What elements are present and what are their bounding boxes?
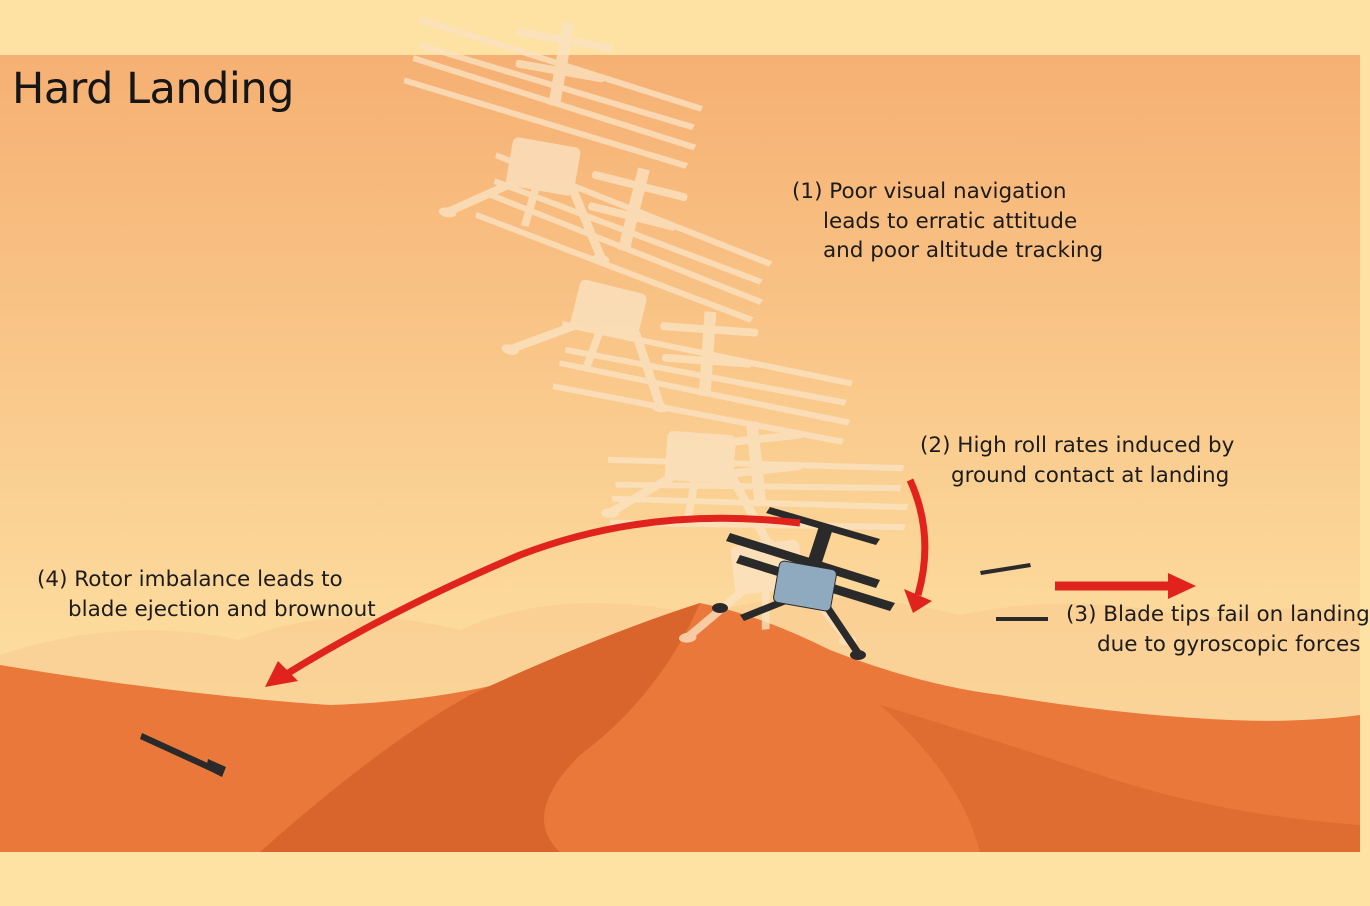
annotation-line: ground contact at landing [951,462,1230,488]
annotation-line: (1) Poor visual navigation [792,179,1067,204]
dune-shadow [260,603,700,852]
annotation-line: (3) Blade tips fail on landing [1066,602,1370,627]
annotation-line: (4) Rotor imbalance leads to [37,567,343,592]
annotation-line: blade ejection and brownout [68,596,376,622]
blade-tip-arrowhead [1168,573,1196,599]
ejected-blade-icon [140,733,226,777]
blade-fragment-icon [980,563,1031,575]
blade-fragment-icon [996,617,1048,621]
scene-illustration [0,0,1360,852]
annotation-line: (2) High roll rates induced by [920,433,1235,458]
red-arrows [265,478,1196,687]
annotation-poor-visual-navigation: (1) Poor visual navigation leads to erra… [792,177,1103,266]
landing-helicopter-icon [712,507,895,660]
blade-fragment-icons [980,563,1048,621]
annotation-line: leads to erratic attitude [823,208,1078,234]
annotation-rotor-imbalance: (4) Rotor imbalance leads to blade eject… [37,565,376,624]
roll-arrowhead [904,589,932,613]
mars-scene [0,0,1360,852]
ejection-arrowhead [265,661,298,687]
dune-shadow-right [880,705,1360,852]
diagram-title: Hard Landing [12,64,294,114]
annotation-blade-tips-fail: (3) Blade tips fail on landing due to gy… [1066,600,1370,659]
annotation-high-roll-rates: (2) High roll rates induced by ground co… [920,431,1234,490]
annotation-line: and poor altitude tracking [823,238,1104,263]
ejection-arrow [283,514,801,678]
annotation-line: due to gyroscopic forces [1097,631,1361,657]
roll-arrow [906,478,929,596]
